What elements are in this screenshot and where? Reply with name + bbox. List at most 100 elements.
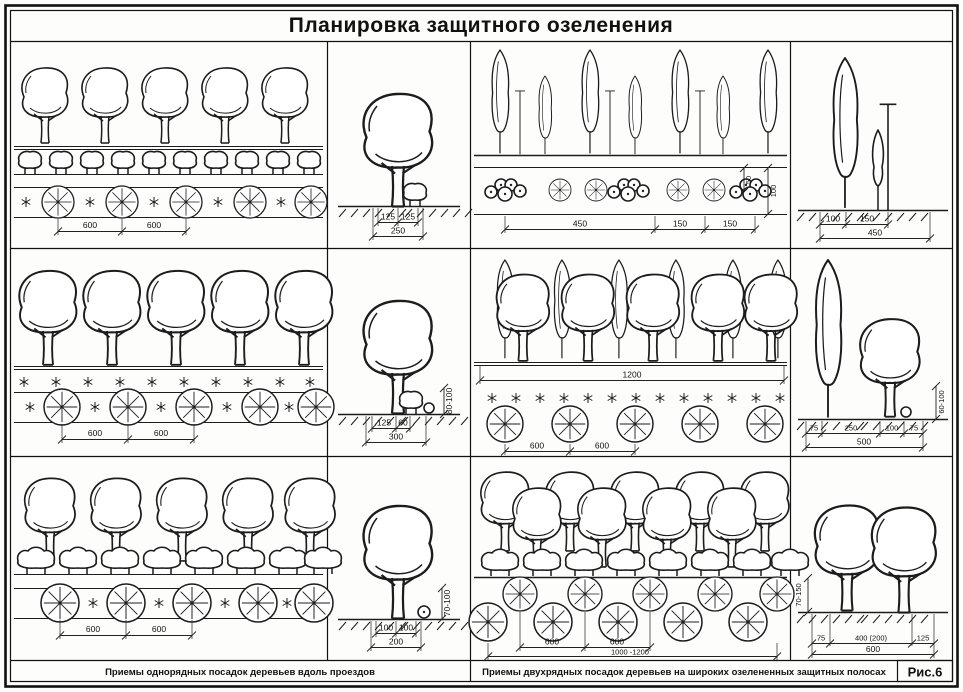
c3-dimensions: 600 600 1000 -1200: [483, 612, 782, 661]
panel-a3-single-row-scheme-3: 600 600: [14, 477, 343, 640]
dim-label: 150: [723, 219, 737, 229]
dim-label: 600: [154, 428, 168, 438]
c1-dimensions: 450 150 150 50 100: [500, 163, 778, 234]
dim-label: 100: [399, 623, 413, 633]
a1-plan-view: [14, 185, 328, 219]
dim-label: 60: [398, 418, 408, 428]
dim-label: 50: [744, 176, 753, 184]
c2-bottom-dimension: 600 600: [500, 441, 640, 456]
dim-label: 600: [86, 624, 100, 634]
caption-double-row: Приемы двухрядных посадок деревьев на ши…: [482, 667, 886, 678]
a3-plan-view: [14, 583, 334, 623]
d2-vertical-dimension: 60-100: [931, 381, 946, 424]
dim-label: 80-100: [444, 387, 454, 414]
a1-hedge-row: [17, 150, 322, 175]
dim-label: 1200: [623, 370, 642, 380]
dim-label: 100: [379, 623, 393, 633]
panel-b2-single-tree-section: 80-100 125 60 300: [338, 299, 469, 447]
d3-tree-right: [870, 506, 937, 614]
d2-poplar: [814, 259, 843, 419]
dim-label: 450: [573, 219, 587, 229]
sheet-title: Планировка защитного озеленения: [289, 14, 674, 37]
panel-b1-single-tree-section: 125 125 250: [338, 92, 473, 241]
dim-label: 100: [826, 214, 840, 224]
dim-label: 250: [845, 424, 858, 433]
dim-label: 300: [389, 432, 403, 442]
c2-top-dimension: 1200: [475, 366, 789, 385]
b1-dimensions: 125 125 250: [368, 208, 428, 241]
panel-a2-single-row-scheme-2: 600 600: [14, 269, 335, 444]
dim-label: 150: [860, 214, 874, 224]
dim-label: 75: [810, 424, 818, 433]
d2-small-shrub: [900, 406, 912, 418]
dim-label: 60-100: [937, 390, 946, 413]
dim-label: 1000 -1200: [611, 648, 649, 657]
a2-shrub-marks: [19, 376, 315, 388]
b2-vertical-dimension: 80-100: [439, 383, 454, 419]
c2-plan-trees: [486, 405, 784, 443]
d3-vertical-dimension: 70-150: [794, 573, 813, 617]
b2-dimensions: 125 60 300: [361, 416, 431, 447]
panel-a1-single-row-scheme-1: 600 600: [14, 67, 328, 236]
dim-label: 75: [817, 634, 825, 643]
c3-plan-view: [468, 576, 795, 642]
b3-vertical-dimension: 70-100: [437, 583, 452, 624]
dim-label: 125: [377, 418, 391, 428]
a2-plan-view: [14, 388, 335, 426]
dim-label: 200: [389, 637, 403, 647]
dim-label: 150: [673, 219, 687, 229]
c1-plan-view: [474, 167, 787, 215]
d2-dimensions: 75 250 100 75 500: [801, 421, 928, 452]
dim-label: 600: [866, 644, 880, 654]
panel-c3-double-row-scheme-3: 600 600 1000 -1200: [468, 471, 810, 661]
b3-dimensions: 100 100 200: [366, 621, 426, 652]
panel-d1-double-row-section: 100 150 450: [796, 57, 948, 243]
dim-label: 600: [545, 637, 559, 647]
dim-label: 450: [868, 228, 882, 238]
a2-tree-elevation: [18, 269, 334, 366]
b3-tree: [362, 504, 434, 620]
dim-label: 400 (200): [855, 634, 888, 643]
dim-label: 75: [910, 424, 918, 433]
dim-label: 100: [769, 185, 778, 198]
panel-d2-double-row-section: 60-100 75 250 100 75 500: [796, 259, 948, 452]
caption-single-row: Приемы однорядных посадок деревьев вдоль…: [105, 667, 375, 678]
d1-dimensions: 100 150 450: [815, 212, 935, 243]
d3-tree-left: [813, 504, 880, 612]
d1-poplar: [832, 57, 859, 209]
dim-label: 600: [610, 637, 624, 647]
dim-label: 125: [917, 634, 930, 643]
dim-label: 250: [391, 226, 405, 236]
dim-label: 600: [530, 441, 544, 451]
c2-shrub-strip: [487, 392, 785, 404]
figure-number: Рис.6: [908, 665, 943, 680]
a3-hedge-row: [16, 546, 343, 575]
dim-label: 600: [88, 428, 102, 438]
dim-label: 70-100: [442, 589, 452, 616]
d3-dimensions: 75 400 (200) 125 600: [807, 614, 939, 659]
dim-label: 70-150: [794, 583, 803, 606]
d1-young-tree: [871, 129, 885, 211]
dim-label: 600: [147, 220, 161, 230]
d2-tree: [859, 318, 921, 418]
b2-small-shrub: [423, 402, 435, 414]
dim-label: 125: [381, 212, 395, 222]
dim-label: 125: [401, 212, 415, 222]
panel-d3-double-row-section: 70-150 75 400 (200) 125 600: [794, 504, 948, 659]
c2-tree-front-row: [495, 273, 799, 362]
panel-c2-double-row-scheme-2: 1200 600 600: [474, 259, 799, 456]
a1-tree-elevation: [21, 67, 309, 144]
dim-label: 500: [857, 437, 871, 447]
a2-dimension-line: 600 600: [57, 424, 199, 444]
b1-shrub: [402, 182, 428, 207]
dim-label: 600: [595, 441, 609, 451]
dim-label: 600: [152, 624, 166, 634]
a3-dimension-line: 600 600: [55, 620, 197, 640]
a1-dimension-line: 600 600: [53, 219, 191, 236]
c3-hedge-row: [480, 548, 810, 577]
dim-label: 600: [83, 220, 97, 230]
panel-c1-double-row-scheme-1: 450 150 150 50 100: [474, 49, 787, 234]
c1-poplar-elevation: [491, 49, 778, 155]
